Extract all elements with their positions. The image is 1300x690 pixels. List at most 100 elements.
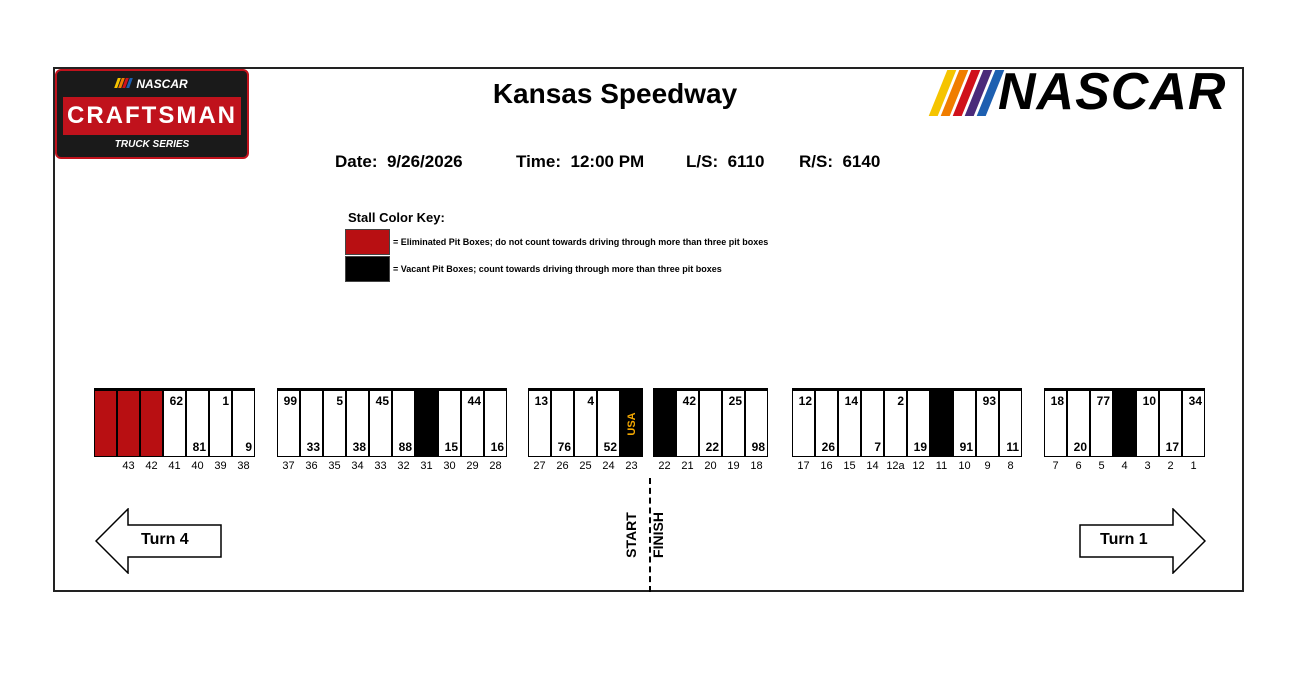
stall-number-label: 1 — [1190, 460, 1197, 472]
stall-number-label: 31 — [420, 460, 433, 472]
stall-bottom-number: 33 — [306, 440, 320, 454]
finish-label: FINISH — [649, 512, 666, 558]
right-arrow-icon — [1079, 507, 1207, 575]
stall-number-label: 39 — [214, 460, 227, 472]
stall-bottom-number: 19 — [913, 440, 927, 454]
stall-number-label: 40 — [191, 460, 204, 472]
turn-4-label: Turn 4 — [141, 531, 189, 548]
stall-number-label: 35 — [328, 460, 341, 472]
start-finish-line — [649, 478, 651, 592]
stall-number-label: 41 — [168, 460, 181, 472]
stall-bottom-number: 81 — [192, 440, 206, 454]
rs-value: 6140 — [842, 152, 881, 171]
pit-stall: 25 — [722, 388, 745, 457]
stall-top-number: 44 — [467, 394, 481, 408]
stall-bottom-number: 88 — [398, 440, 412, 454]
pit-stall: 5 — [323, 388, 346, 457]
stall-bottom-number: 15 — [444, 440, 458, 454]
stall-number-label: 42 — [145, 460, 158, 472]
stall-number-label: 29 — [466, 460, 479, 472]
stall-number-label: 14 — [866, 460, 879, 472]
stall-number-label: 3 — [1144, 460, 1151, 472]
stall-vertical-label: USA — [625, 411, 638, 436]
pit-stall: 99 — [277, 388, 300, 457]
pit-stall — [140, 388, 163, 457]
stall-top-number: 12 — [798, 394, 812, 408]
pit-stall — [653, 388, 676, 457]
pit-map-frame — [53, 67, 1244, 592]
logo-top-text: NASCAR — [57, 77, 247, 91]
stall-number-label: 26 — [556, 460, 569, 472]
stall-bottom-number: 52 — [603, 440, 617, 454]
pit-stall: 26 — [815, 388, 838, 457]
pit-stall: 34 — [1182, 388, 1205, 457]
turn-4-arrow: Turn 4 — [94, 507, 223, 575]
vacant-swatch — [345, 256, 390, 282]
stall-number-label: 12 — [912, 460, 925, 472]
pit-stall: 12 — [792, 388, 815, 457]
stall-number-label: 16 — [820, 460, 833, 472]
stall-number-label: 12a — [886, 460, 905, 472]
stall-number-label: 43 — [122, 460, 135, 472]
stall-bottom-number: 9 — [245, 440, 252, 454]
stall-bottom-number: 26 — [821, 440, 835, 454]
ls-value: 6110 — [727, 152, 765, 171]
pit-stall: 52 — [597, 388, 620, 457]
stall-number-label: 9 — [984, 460, 991, 472]
pit-stall: 2 — [884, 388, 907, 457]
stall-number-label: 27 — [533, 460, 546, 472]
stall-top-number: 99 — [283, 394, 297, 408]
stall-bottom-number: 11 — [1006, 440, 1019, 454]
pit-stall: 13 — [528, 388, 551, 457]
craftsman-truck-series-logo: NASCAR CRAFTSMAN TRUCK SERIES — [55, 69, 249, 159]
stall-top-number: 5 — [336, 394, 343, 408]
stall-top-number: 14 — [844, 394, 858, 408]
date-value: 9/26/2026 — [386, 152, 463, 171]
stall-number-label: 25 — [579, 460, 592, 472]
turn-1-arrow: Turn 1 — [1078, 507, 1207, 575]
stall-number-label: 21 — [681, 460, 694, 472]
stall-top-number: 1 — [222, 394, 229, 408]
stall-number-label: 24 — [602, 460, 615, 472]
stall-bottom-number: 20 — [1073, 440, 1087, 454]
pit-stall — [94, 388, 117, 457]
stall-number-label: 23 — [625, 460, 638, 472]
pit-stall: 17 — [1159, 388, 1182, 457]
stall-top-number: 42 — [682, 394, 696, 408]
start-label: START — [622, 512, 639, 558]
vacant-key-text: = Vacant Pit Boxes; count towards drivin… — [393, 264, 722, 274]
stall-top-number: 93 — [982, 394, 996, 408]
pit-stall: 9 — [232, 388, 255, 457]
stall-bottom-number: 7 — [874, 440, 881, 454]
pit-stall: USA — [620, 388, 643, 457]
stall-bottom-number: 16 — [490, 440, 504, 454]
logo-main-text: CRAFTSMAN — [63, 97, 241, 135]
stall-number-label: 10 — [958, 460, 971, 472]
nascar-logo: NASCAR — [928, 63, 1230, 122]
nascar-wordmark: NASCAR — [998, 63, 1227, 121]
eliminated-swatch — [345, 229, 390, 255]
stall-number-label: 30 — [443, 460, 456, 472]
pit-stall: 93 — [976, 388, 999, 457]
stall-bottom-number: 17 — [1165, 440, 1179, 454]
stall-bottom-number: 91 — [959, 440, 973, 454]
stall-number-label: 6 — [1075, 460, 1082, 472]
pit-stall: 20 — [1067, 388, 1090, 457]
stall-number-label: 8 — [1007, 460, 1014, 472]
pit-stall: 44 — [461, 388, 484, 457]
pit-stall: 91 — [953, 388, 976, 457]
pit-stall: 11 — [999, 388, 1022, 457]
time-value: 12:00 PM — [570, 152, 645, 171]
time-info: Time: 12:00 PM — [516, 152, 645, 171]
stall-top-number: 34 — [1188, 394, 1202, 408]
stall-top-number: 2 — [897, 394, 904, 408]
left-arrow-icon — [94, 507, 222, 575]
stall-top-number: 25 — [728, 394, 742, 408]
pit-stall: 62 — [163, 388, 186, 457]
pit-stall: 15 — [438, 388, 461, 457]
stall-number-label: 15 — [843, 460, 856, 472]
stall-top-number: 4 — [587, 394, 594, 408]
stall-number-label: 17 — [797, 460, 810, 472]
pit-stall: 18 — [1044, 388, 1067, 457]
stall-top-number: 77 — [1096, 394, 1110, 408]
